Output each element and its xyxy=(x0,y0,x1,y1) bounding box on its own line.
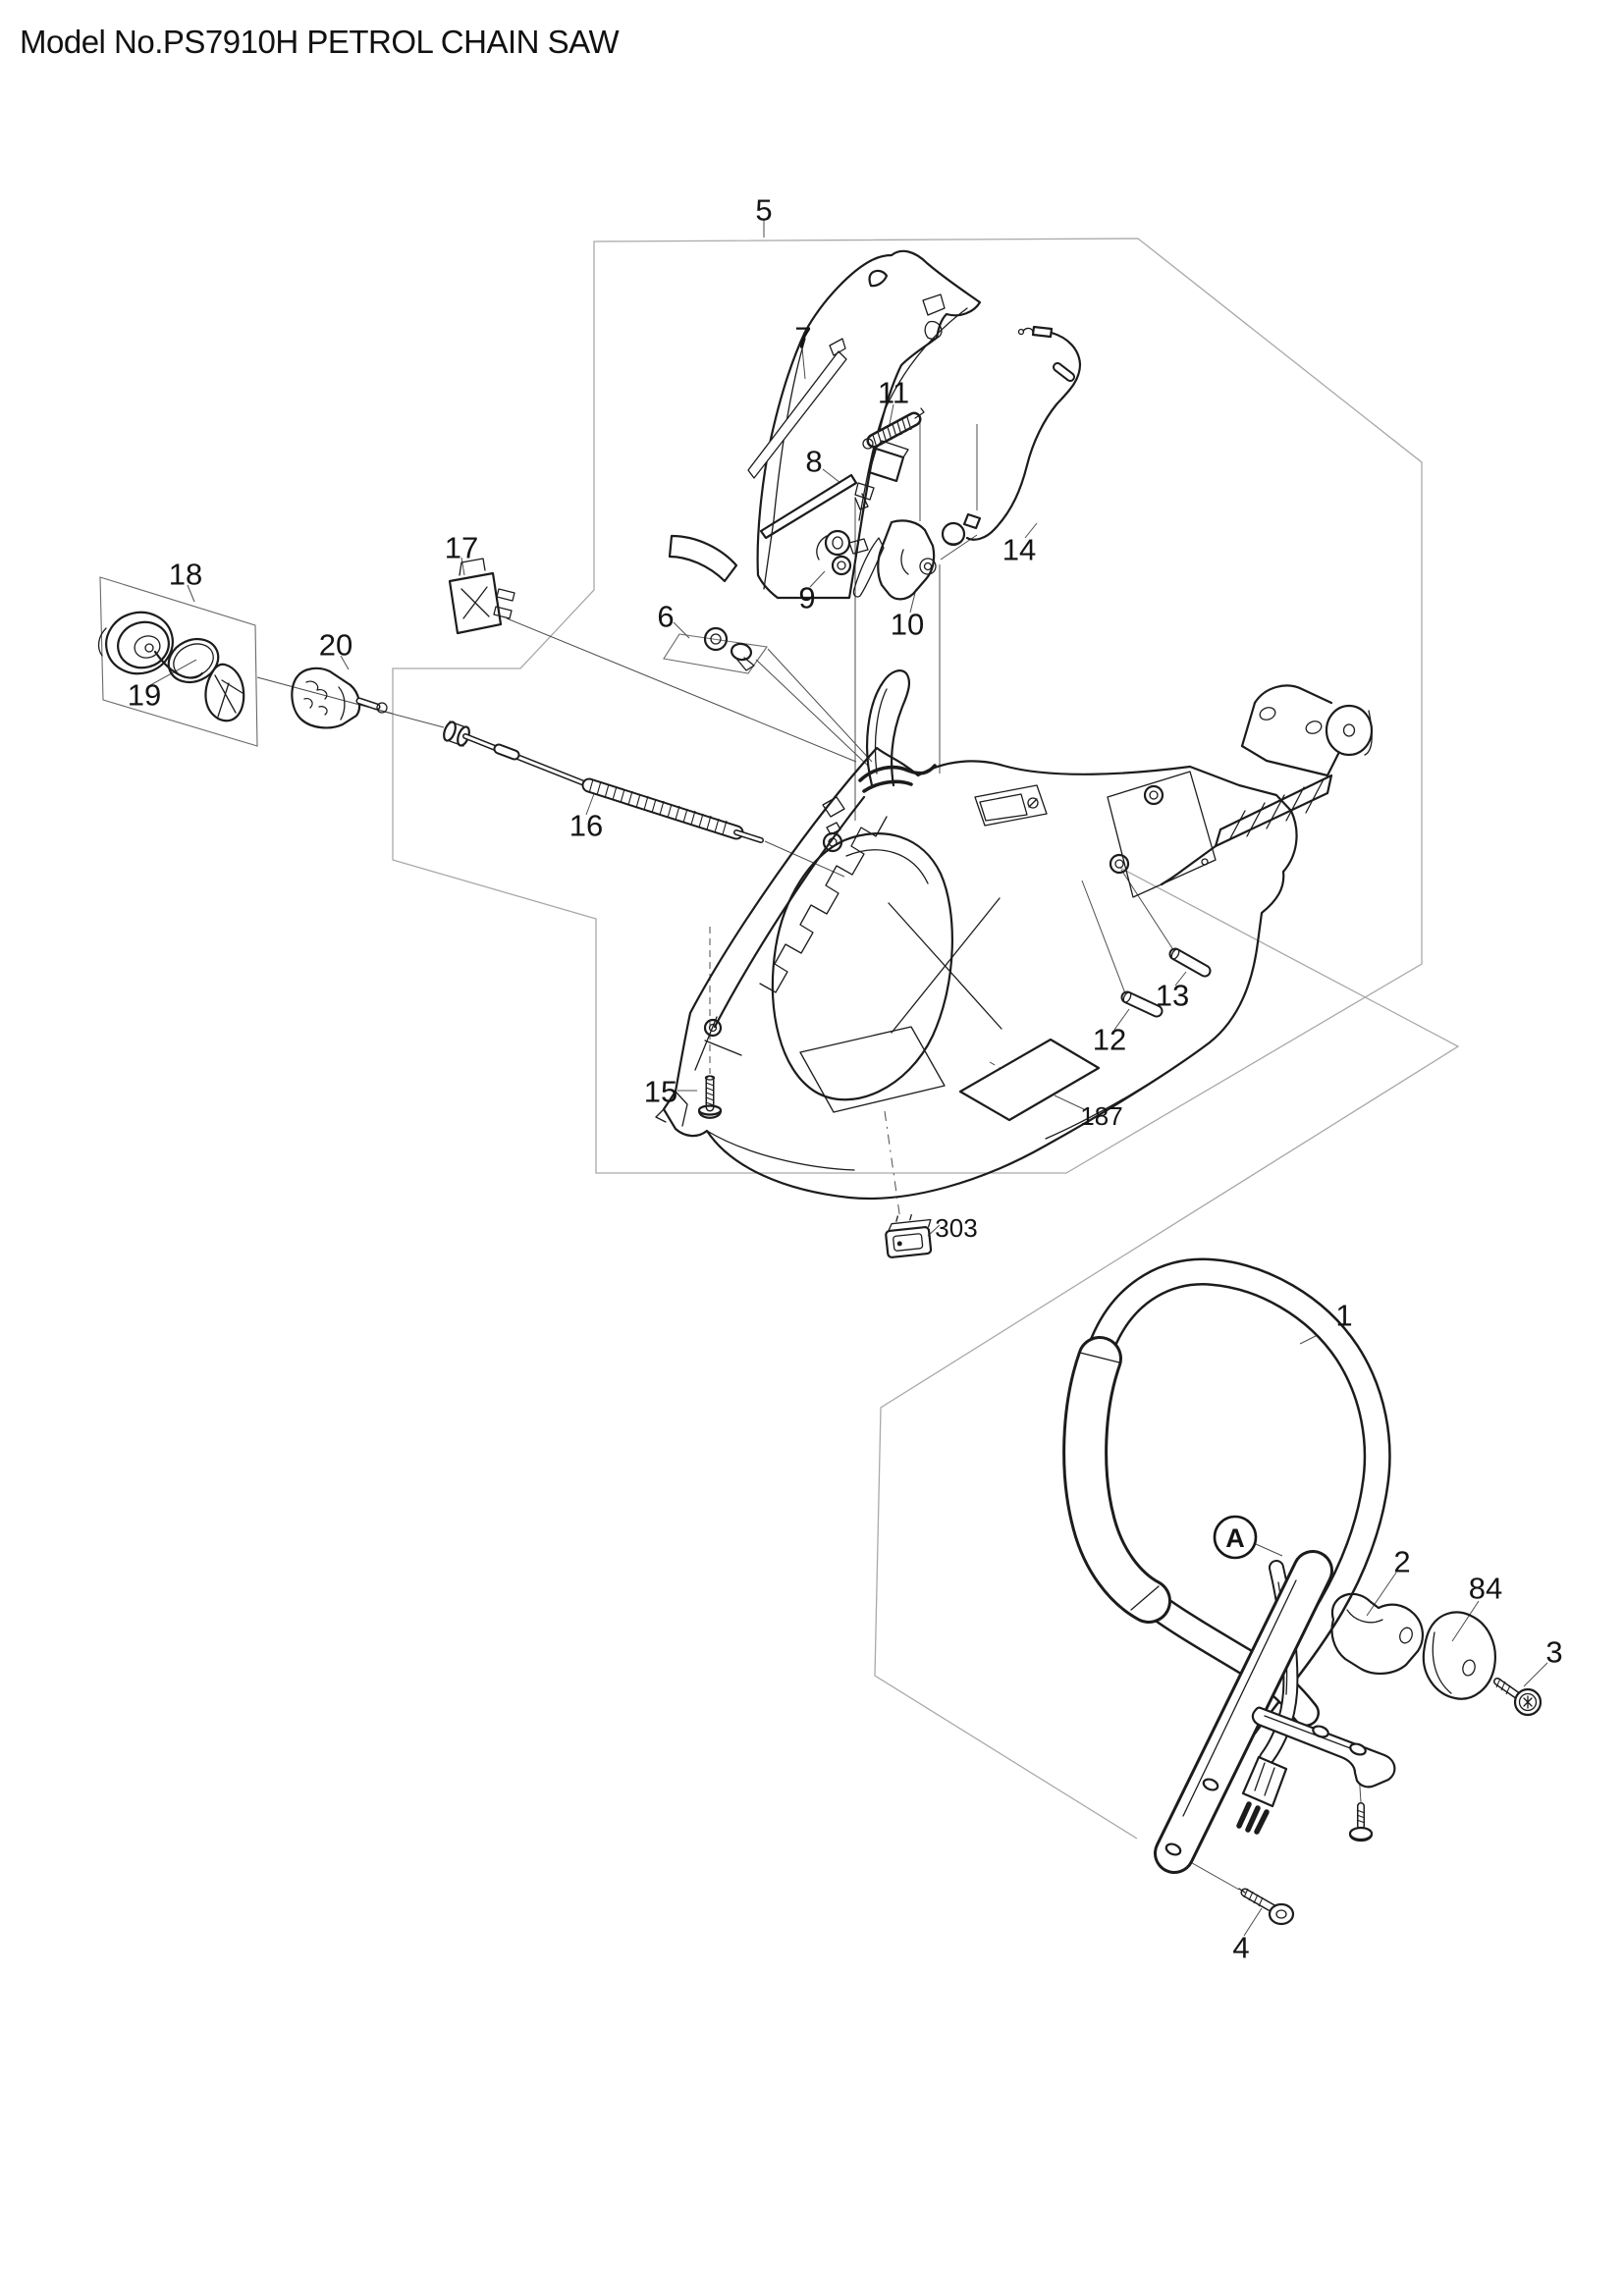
cap-group-box xyxy=(99,576,258,747)
handlebar-drawing xyxy=(1062,1257,1396,1874)
screw-3-drawing xyxy=(1493,1678,1543,1717)
part-label-303: 303 xyxy=(935,1213,977,1243)
grommet-group-drawing xyxy=(703,626,755,671)
part-label-19: 19 xyxy=(128,678,161,713)
stop-switch-drawing xyxy=(448,558,515,635)
part-label-12: 12 xyxy=(1093,1023,1126,1057)
assembly-boundaries xyxy=(99,238,1460,1840)
main-assembly-boundary xyxy=(392,238,1423,1174)
part-label-7: 7 xyxy=(794,321,811,355)
screw-15-drawing xyxy=(697,1075,723,1119)
cushion-84-drawing xyxy=(1422,1611,1496,1700)
clamp-2-drawing xyxy=(1330,1592,1424,1675)
switch-303-drawing xyxy=(885,1213,933,1258)
pin-12-drawing xyxy=(1120,990,1164,1018)
tension-spring-drawing xyxy=(862,407,925,450)
rear-handle-drawing xyxy=(1160,684,1374,886)
part-label-16: 16 xyxy=(569,809,603,843)
handle-assembly-boundary xyxy=(874,867,1460,1840)
page-title: Model No.PS7910H PETROL CHAIN SAW xyxy=(20,24,620,60)
screw-4-drawing xyxy=(1238,1888,1295,1926)
fuel-cap-drawing xyxy=(97,611,245,722)
view-marker-circle xyxy=(1213,1515,1258,1560)
part-label-17: 17 xyxy=(445,531,478,565)
view-marker: A xyxy=(1213,1515,1258,1560)
part-label-9: 9 xyxy=(798,581,815,615)
throttle-rod-drawing xyxy=(443,721,764,843)
part-label-4: 4 xyxy=(1232,1931,1249,1965)
part-label-14: 14 xyxy=(1002,533,1036,567)
top-cover-drawing xyxy=(668,249,982,600)
throttle-link-drawing xyxy=(759,440,909,540)
grommet-group-box xyxy=(663,633,768,674)
carburetor-10-drawing xyxy=(852,519,966,601)
part-label-3: 3 xyxy=(1545,1635,1562,1670)
fuel-filter-drawing xyxy=(291,667,388,729)
part-label-6: 6 xyxy=(657,600,674,634)
lever-9-drawing xyxy=(816,529,869,576)
pin-13-drawing xyxy=(1168,947,1212,978)
part-label-18: 18 xyxy=(169,558,202,592)
throttle-cable-drawing xyxy=(962,325,1082,541)
part-label-10: 10 xyxy=(891,608,924,642)
part-label-1: 1 xyxy=(1335,1299,1352,1333)
part-label-20: 20 xyxy=(319,628,352,663)
slot-strip-7 xyxy=(747,350,847,479)
part-label-5: 5 xyxy=(755,193,772,228)
view-marker-label: A xyxy=(1225,1523,1245,1553)
part-label-15: 15 xyxy=(644,1075,677,1109)
part-label-13: 13 xyxy=(1156,979,1189,1013)
main-housing-drawing xyxy=(655,669,1298,1201)
part-label-2: 2 xyxy=(1393,1545,1410,1579)
part-label-84: 84 xyxy=(1469,1572,1502,1606)
part-label-8: 8 xyxy=(805,445,822,479)
part-label-11: 11 xyxy=(878,376,909,410)
bracket-screw-drawing xyxy=(1348,1802,1374,1842)
label-187-drawing xyxy=(958,1038,1101,1122)
part-label-187: 187 xyxy=(1080,1101,1122,1131)
